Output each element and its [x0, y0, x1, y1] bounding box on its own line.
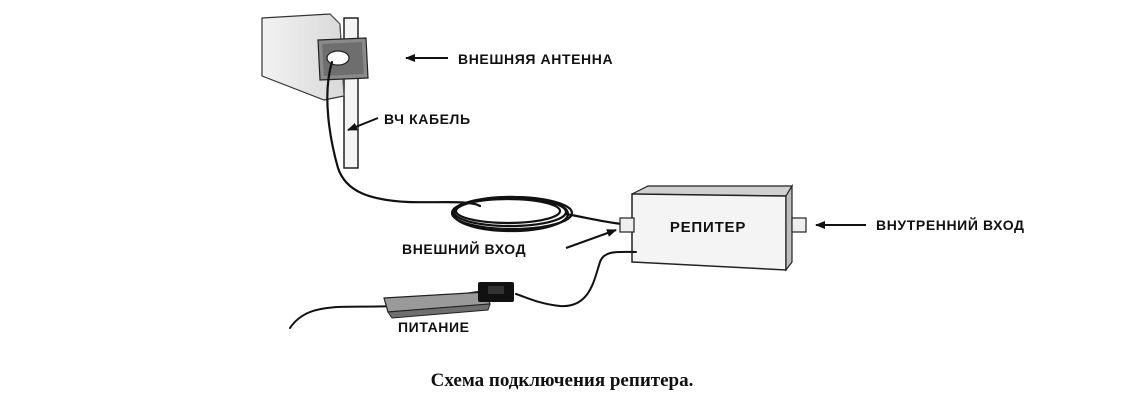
external-antenna-icon — [261, 13, 369, 101]
arrows — [347, 54, 866, 249]
repeater-label: РЕПИТЕР — [670, 219, 746, 236]
external-input-label: ВНЕШНИЙ ВХОД — [402, 240, 526, 257]
diagram-caption: Схема подключения репитера. — [431, 370, 694, 391]
repeater-box: РЕПИТЕР — [619, 183, 807, 272]
rf-cable-label: ВЧ КАБЕЛЬ — [384, 111, 471, 127]
arrow-external-input — [565, 229, 617, 249]
rf-cable-icon — [326, 60, 624, 233]
internal-input-label: ВНУТРЕННИЙ ВХОД — [876, 216, 1025, 233]
power-adapter-icon — [383, 282, 514, 319]
power-cable-icon — [289, 250, 637, 329]
power-label: ПИТАНИЕ — [398, 319, 470, 335]
external-antenna-label: ВНЕШНЯЯ АНТЕННА — [458, 51, 613, 67]
arrow-rf-cable — [347, 117, 379, 131]
